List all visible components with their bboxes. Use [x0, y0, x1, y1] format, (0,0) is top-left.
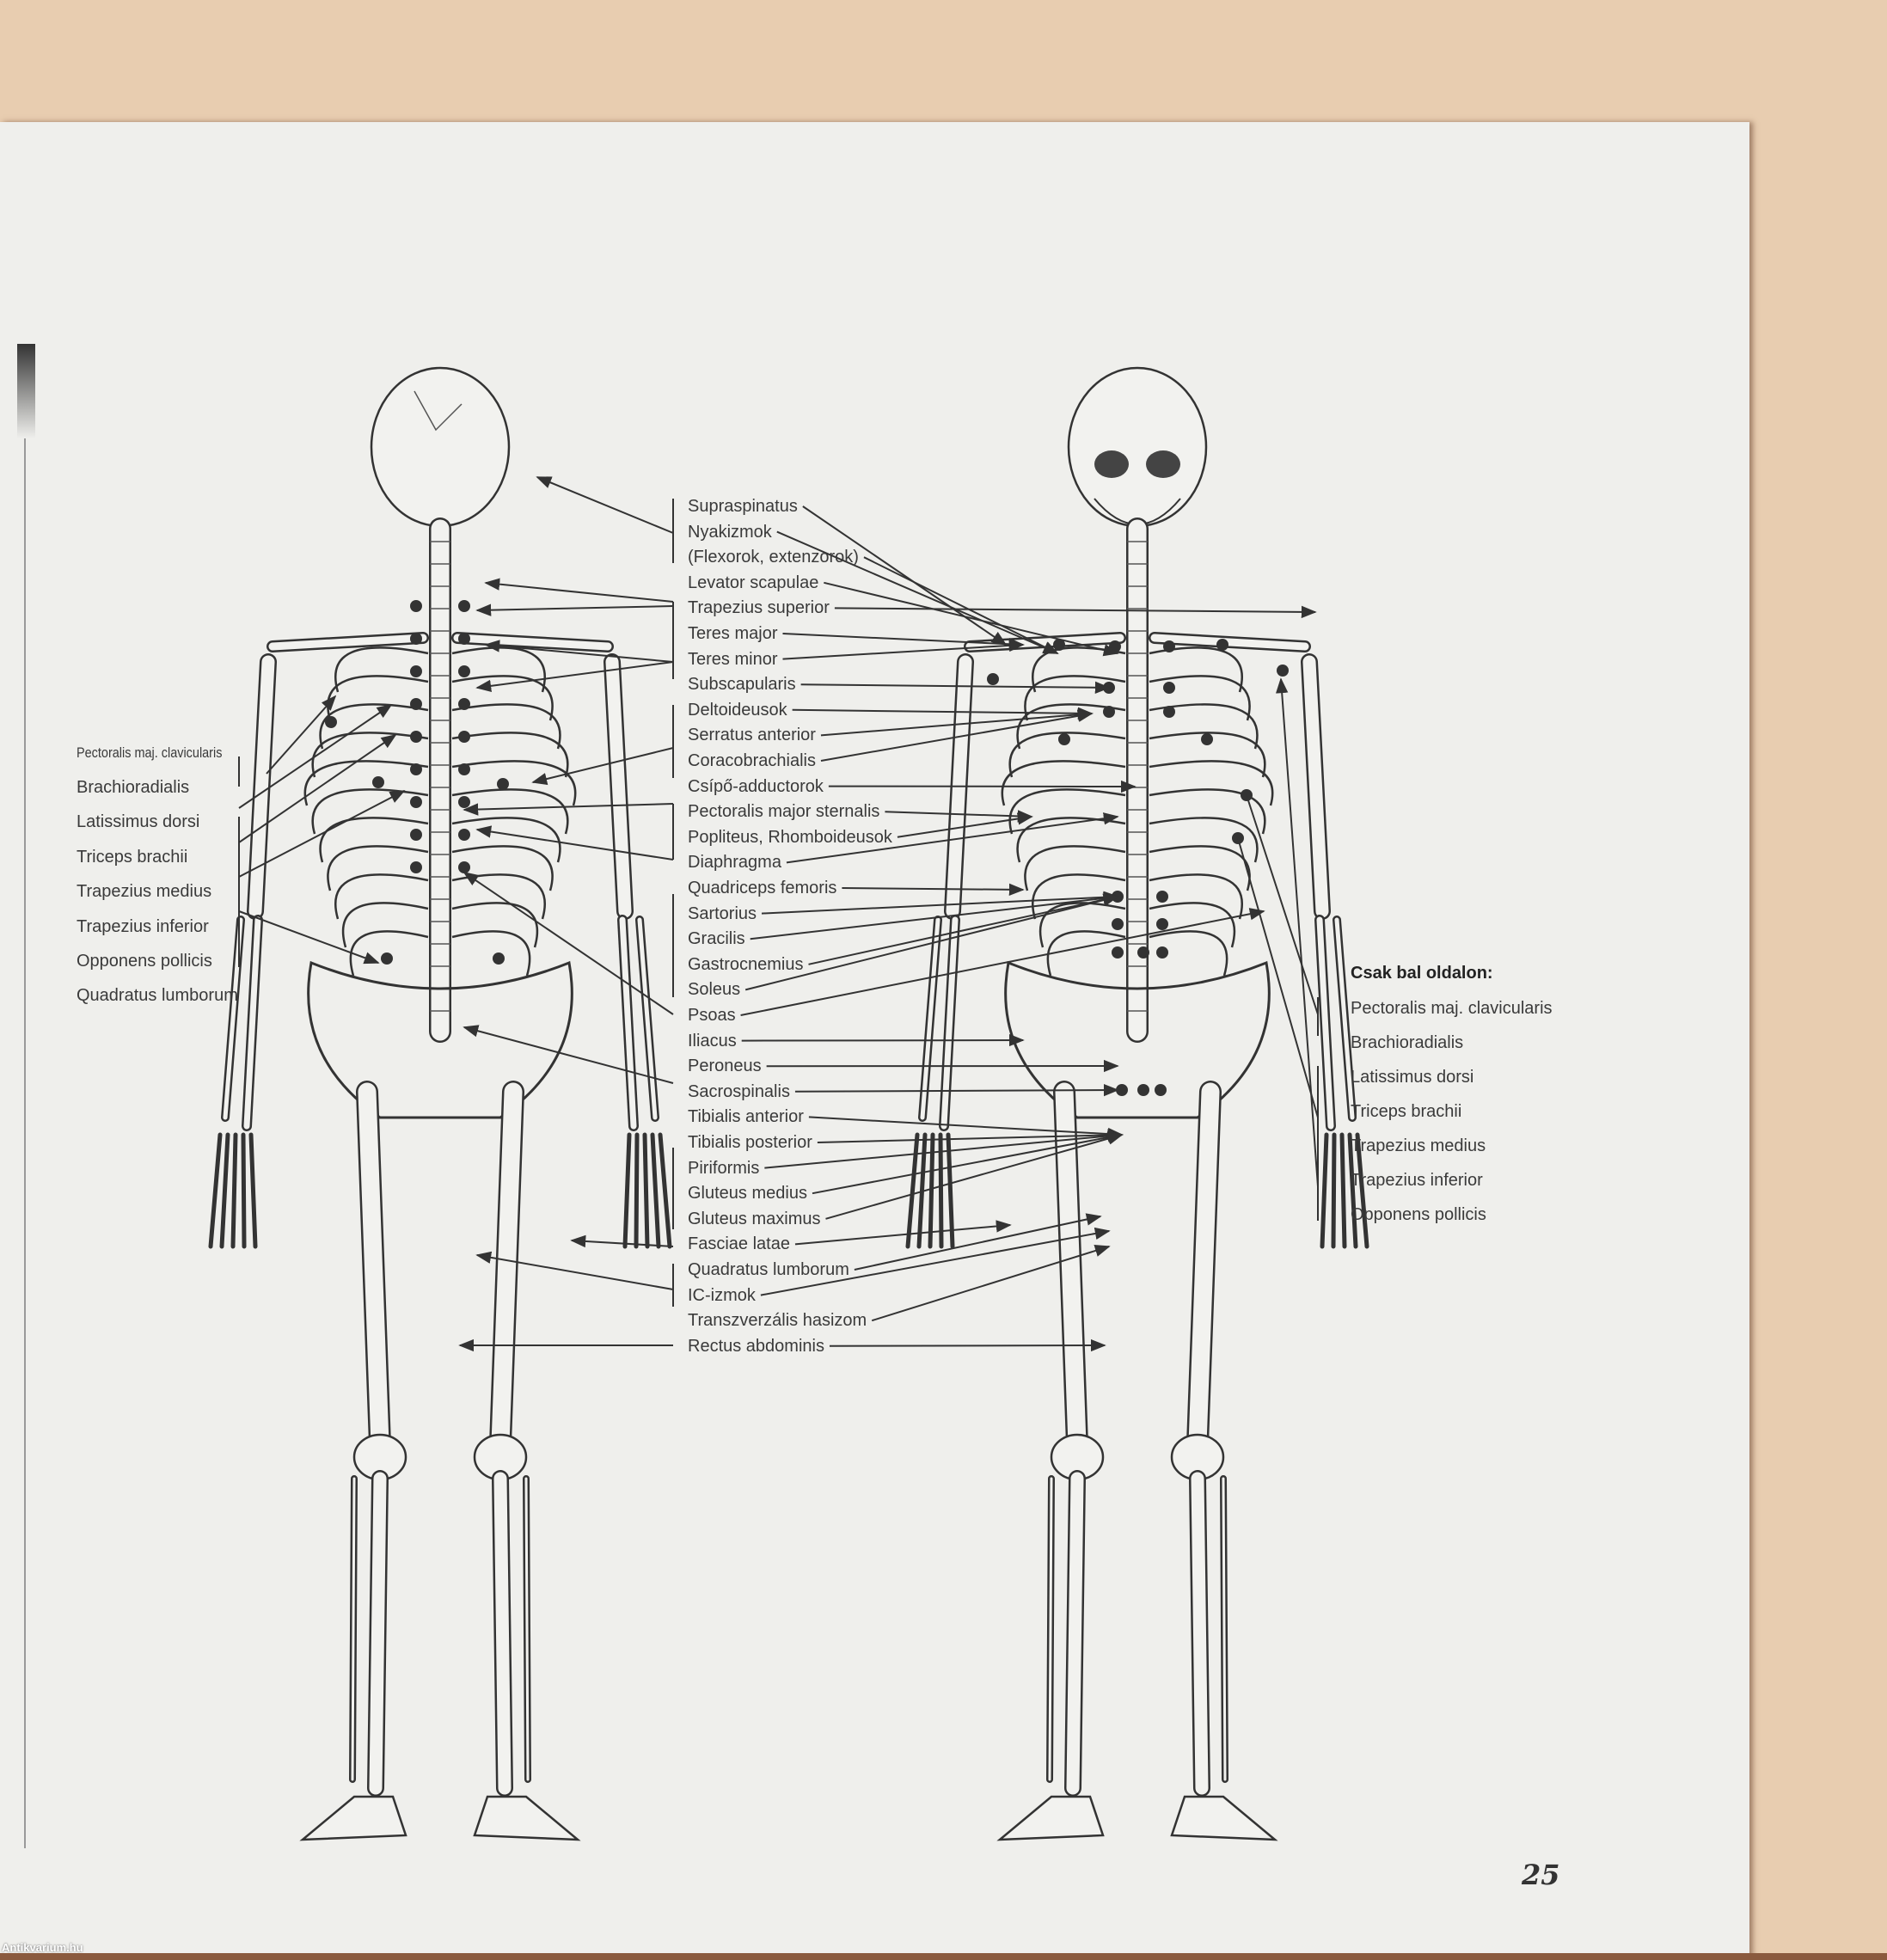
skeleton-front-view: [905, 366, 1369, 1841]
muscle-point: [410, 796, 422, 808]
center-label: Nyakizmok: [688, 522, 772, 542]
center-label: Popliteus, Rhomboideusok: [688, 827, 892, 847]
muscle-point: [1155, 1084, 1167, 1096]
center-label: Sartorius: [688, 903, 757, 923]
center-label: Gracilis: [688, 929, 745, 949]
right-label: Triceps brachii: [1351, 1102, 1462, 1121]
muscle-point: [458, 796, 470, 808]
muscle-point: [458, 731, 470, 743]
left-label: Quadratus lumborum: [77, 986, 238, 1006]
center-label: Quadriceps femoris: [688, 879, 837, 897]
right-list-title: Csak bal oldalon:: [1351, 964, 1493, 983]
muscle-point: [458, 600, 470, 612]
muscle-point: [1137, 1084, 1149, 1096]
center-label: Coracobrachialis: [688, 751, 816, 770]
muscle-point: [410, 665, 422, 677]
center-label: Gluteus medius: [688, 1184, 807, 1204]
center-label: Levator scapulae: [688, 573, 819, 592]
center-label: Subscapularis: [688, 675, 796, 695]
skeleton-back-view: [208, 366, 672, 1841]
book-edge: [0, 1953, 1887, 1960]
margin-gradient-bar: [17, 344, 35, 438]
center-label: Gluteus maximus: [688, 1209, 821, 1228]
muscle-point: [410, 600, 422, 612]
leader-lines: [238, 476, 1319, 1352]
center-label: Gastrocnemius: [688, 954, 804, 974]
muscle-point: [410, 633, 422, 645]
center-label: Quadratus lumborum: [688, 1260, 849, 1279]
muscle-point: [1163, 682, 1175, 694]
muscle-point: [987, 673, 999, 685]
muscle-point: [458, 665, 470, 677]
center-label: Rectus abdominis: [688, 1336, 824, 1356]
muscle-point: [458, 763, 470, 775]
muscle-point: [1058, 733, 1070, 745]
center-label: Supraspinatus: [688, 497, 798, 516]
left-label: Trapezius medius: [77, 882, 212, 902]
muscle-point: [458, 633, 470, 645]
muscle-point: [1156, 946, 1168, 959]
right-label: Opponens pollicis: [1351, 1205, 1486, 1224]
muscle-point: [1163, 640, 1175, 652]
watermark: Antikvarium.hu: [2, 1941, 83, 1954]
left-label: Brachioradialis: [77, 778, 190, 797]
center-label: Diaphragma: [688, 853, 781, 873]
muscle-point: [1109, 640, 1121, 652]
muscle-point: [1156, 918, 1168, 930]
center-label: Piriformis: [688, 1158, 760, 1178]
center-label: (Flexorok, extenzorok): [688, 548, 859, 567]
muscle-point: [1112, 918, 1124, 930]
left-label: Pectoralis maj. clavicularis: [77, 744, 223, 761]
left-label: Trapezius inferior: [77, 916, 209, 936]
muscle-point: [1103, 706, 1115, 718]
muscle-point: [410, 763, 422, 775]
muscle-point: [410, 861, 422, 873]
muscle-point: [1163, 706, 1175, 718]
center-label: IC-izmok: [688, 1285, 756, 1305]
center-label: Psoas: [688, 1006, 736, 1025]
center-label: Serratus anterior: [688, 726, 816, 745]
muscle-point: [410, 698, 422, 710]
center-label: Trapezius superior: [688, 598, 830, 618]
center-label: Tibialis posterior: [688, 1133, 812, 1152]
right-label: Latissimus dorsi: [1351, 1068, 1474, 1087]
muscle-point: [410, 829, 422, 841]
center-label: Csípő-adductorok: [688, 776, 824, 796]
right-label: Brachioradialis: [1351, 1033, 1464, 1052]
center-label: Teres major: [688, 624, 778, 643]
muscle-point: [458, 861, 470, 873]
center-label: Teres minor: [688, 649, 778, 669]
right-label: Pectoralis maj. clavicularis: [1351, 999, 1553, 1018]
center-label: Sacrospinalis: [688, 1081, 790, 1101]
center-label: Peroneus: [688, 1057, 762, 1076]
muscle-point: [1112, 946, 1124, 959]
center-label: Tibialis anterior: [688, 1107, 804, 1127]
muscle-point: [1216, 639, 1228, 651]
muscle-point: [1137, 946, 1149, 959]
left-label: Opponens pollicis: [77, 952, 212, 971]
left-label: Triceps brachii: [77, 847, 188, 867]
page-number: 25: [1522, 1859, 1560, 1891]
muscle-point: [1201, 733, 1213, 745]
left-label: Latissimus dorsi: [77, 812, 200, 832]
muscle-point: [458, 698, 470, 710]
muscle-point: [1116, 1084, 1128, 1096]
muscle-point: [410, 731, 422, 743]
right-label: Trapezius inferior: [1351, 1171, 1483, 1190]
muscle-point: [458, 829, 470, 841]
margin-line: [24, 438, 26, 1848]
center-label: Fasciae latae: [688, 1234, 790, 1254]
muscle-point: [1277, 665, 1289, 677]
right-label: Trapezius medius: [1351, 1136, 1486, 1155]
center-label: Pectoralis major sternalis: [688, 802, 880, 822]
muscle-point: [1156, 891, 1168, 903]
center-label: Iliacus: [688, 1031, 737, 1050]
center-label: Deltoideusok: [688, 700, 787, 720]
center-label: Transzverzális hasizom: [688, 1311, 867, 1331]
center-label: Soleus: [688, 980, 741, 1000]
